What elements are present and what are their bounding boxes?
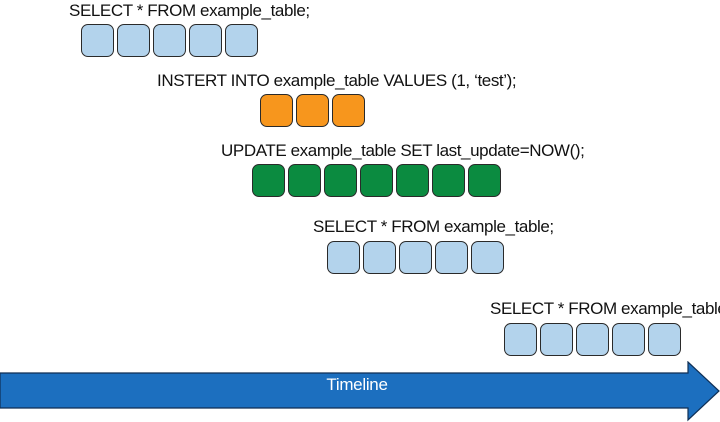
query-block xyxy=(576,323,609,356)
query-label: SELECT * FROM example_table; xyxy=(490,299,720,318)
timeline-label: Timeline xyxy=(326,375,388,394)
query-label: SELECT * FROM example_table; xyxy=(313,217,554,236)
query-label: INSTERT INTO example_table VALUES (1, ‘t… xyxy=(157,71,517,90)
query-blocks xyxy=(81,24,258,57)
query-block xyxy=(471,241,504,274)
query-block xyxy=(612,323,645,356)
query-block xyxy=(540,323,573,356)
query-label: SELECT * FROM example_table; xyxy=(69,1,310,20)
query-block xyxy=(435,241,468,274)
query-block xyxy=(327,241,360,274)
query-block xyxy=(153,24,186,57)
query-blocks xyxy=(504,323,681,356)
query-block xyxy=(288,164,321,197)
query-block xyxy=(260,94,293,127)
timeline-arrow xyxy=(0,361,720,422)
query-blocks xyxy=(327,241,504,274)
timeline-arrow-shape xyxy=(0,361,720,422)
query-blocks xyxy=(252,164,501,197)
query-block xyxy=(396,164,429,197)
query-block xyxy=(189,24,222,57)
query-block xyxy=(81,24,114,57)
query-block xyxy=(648,323,681,356)
query-block xyxy=(225,24,258,57)
query-block xyxy=(324,164,357,197)
query-block xyxy=(252,164,285,197)
query-block xyxy=(296,94,329,127)
query-block xyxy=(363,241,396,274)
query-block xyxy=(360,164,393,197)
query-block xyxy=(432,164,465,197)
query-block xyxy=(504,323,537,356)
query-label: UPDATE example_table SET last_update=NOW… xyxy=(221,141,585,160)
query-block xyxy=(468,164,501,197)
query-block xyxy=(399,241,432,274)
query-block xyxy=(117,24,150,57)
query-block xyxy=(332,94,365,127)
query-blocks xyxy=(260,94,365,127)
